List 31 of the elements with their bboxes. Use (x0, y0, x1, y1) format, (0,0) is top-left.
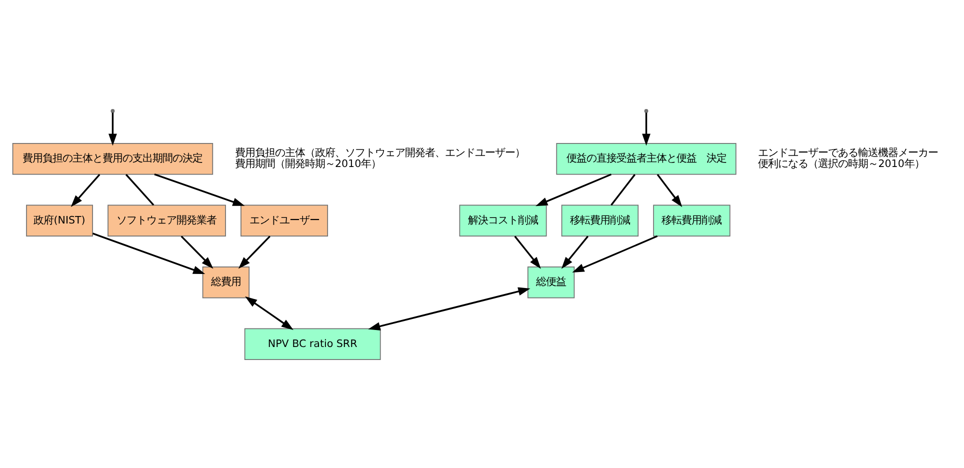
arrow (561, 235, 589, 268)
connector (610, 174, 636, 206)
node-box: ソフトウェア開発業者 (108, 204, 226, 236)
node-label: 費用期間（開発時期～2010年） (234, 158, 382, 170)
arrow (656, 174, 682, 207)
node-box: 便益の直接受益者主体と便益 決定 (556, 142, 736, 174)
node-label: 費用負担の主体（政府、ソフトウェア開発者、エンドユーザー） (234, 146, 525, 158)
node-label: 便利になる（選択の時期～2010年） (758, 158, 924, 170)
node-box: NPV BC ratio SRR (244, 328, 381, 360)
arrow (572, 234, 658, 272)
arrow (514, 235, 541, 268)
arrow (536, 173, 612, 206)
arrow (70, 173, 100, 207)
node-label: エンドユーザーである輸送機器メーカー (758, 146, 938, 158)
arrow (180, 235, 214, 268)
arrow (368, 286, 530, 330)
node-box: 政府(NIST) (26, 204, 93, 236)
arrow (92, 232, 206, 274)
connector (125, 173, 154, 206)
node-box: エンドユーザー (240, 204, 328, 236)
node-box: 総費用 (202, 266, 250, 298)
arrow (245, 296, 294, 330)
arrow (642, 112, 650, 146)
arrow (108, 112, 117, 146)
node-box: 移転費用削減 (561, 204, 639, 236)
arrow (238, 235, 270, 268)
node-box: 費用負担の主体と費用の支出期間の決定 (12, 142, 214, 174)
node-box: 移転費用削減 (653, 204, 730, 236)
node-box: 総便益 (527, 266, 575, 298)
node-box: 解決コスト削減 (459, 204, 547, 236)
arrow (154, 173, 245, 206)
